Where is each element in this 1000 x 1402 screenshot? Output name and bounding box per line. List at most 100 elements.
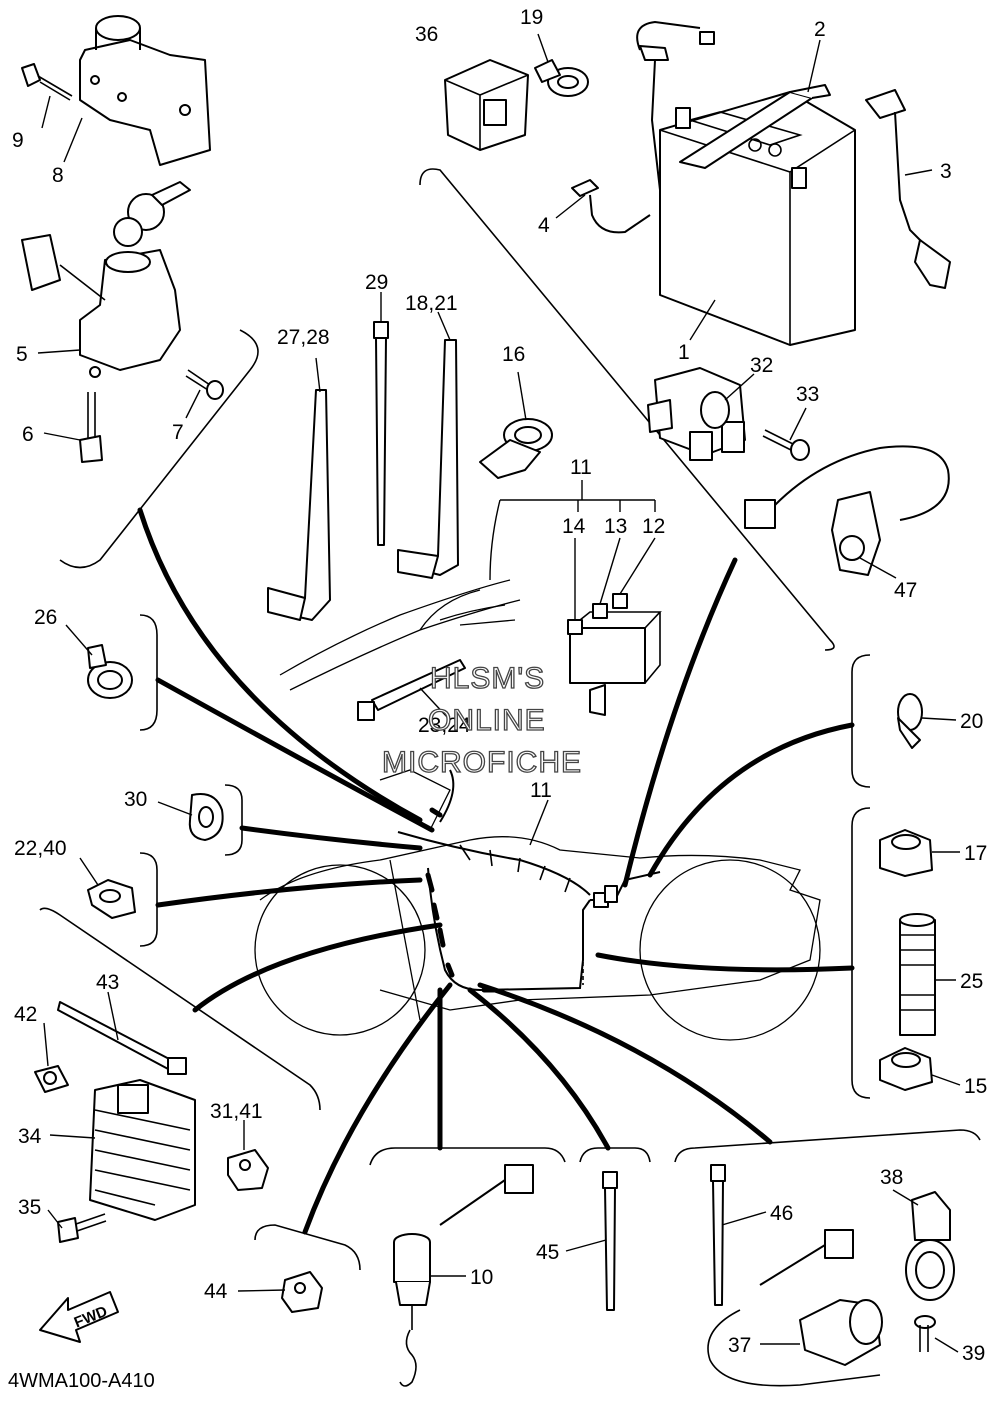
bracket-30: [224, 784, 243, 856]
wire-harness-11-part: [279, 579, 662, 716]
callout-37: 37: [728, 1334, 751, 1357]
watermark-line-2: ONLINE: [428, 704, 546, 737]
callout-16: 16: [502, 343, 525, 366]
diagram-code: 4WMA100-A410: [8, 1370, 155, 1392]
switch-10-part: [393, 1164, 534, 1387]
bracket-20: [851, 654, 871, 788]
clip-44-part: [281, 1271, 323, 1313]
cable-tie-29-part: [373, 321, 389, 546]
cable-tie-43-part: [57, 1001, 187, 1075]
callout-45: 45: [536, 1241, 559, 1264]
watermark-line-3: MICROFICHE: [382, 746, 582, 779]
clip-20-part: [897, 693, 923, 749]
callout-11-mid: 11: [530, 779, 552, 802]
screw-7-part: [185, 369, 224, 400]
starter-relay-32-part: [647, 367, 746, 461]
callout-31-41: 31,41: [210, 1100, 263, 1123]
motorcycle-outline: [254, 769, 821, 1041]
clamp-17-part: [879, 829, 933, 877]
bolt-35-part: [57, 1213, 107, 1243]
callout-32: 32: [750, 354, 773, 377]
clamp-15-part: [879, 1047, 933, 1091]
watermark: HLSM'S ONLINE MICROFICHE: [381, 661, 582, 779]
bracket-22-40: [139, 852, 158, 947]
cable-band-18-part: [397, 339, 459, 579]
sensor-47-part: [744, 445, 950, 576]
clamp-26-part: [87, 644, 133, 699]
top-left-group-bracket: [59, 329, 259, 569]
bracket-34-42-43: [39, 907, 321, 1111]
callout-26: 26: [34, 606, 57, 629]
relay-36-part: [444, 59, 529, 151]
callout-38: 38: [880, 1166, 903, 1189]
forward-direction-arrow: FWD: [39, 1291, 119, 1343]
bracket-45: [579, 1147, 651, 1163]
battery-lead-4-part: [571, 20, 715, 234]
bracket-44: [254, 1224, 361, 1271]
sensor-37-part: [707, 1229, 883, 1387]
callout-1: 1: [678, 341, 690, 364]
bracket-37-46: [674, 1129, 981, 1163]
rectifier-34-part: [89, 1079, 196, 1221]
callout-12: 12: [642, 515, 665, 538]
clip-31-part: [227, 1149, 269, 1191]
top-right-group-bracket: [419, 168, 835, 651]
callout-35: 35: [18, 1196, 41, 1219]
spacer-25-part: [899, 913, 936, 1036]
callout-labels: 9 8 5 6 7 36 19 2 3 4 1 32 33 47 27,28 2…: [12, 6, 987, 1365]
callout-11-top: 11: [570, 456, 592, 479]
battery-band-part: [679, 84, 831, 169]
callout-10: 10: [470, 1266, 493, 1289]
cable-tie-23-part: [357, 659, 466, 721]
clamp-19-part: [534, 59, 589, 97]
fuse-14-part: [567, 619, 583, 635]
callout-20: 20: [960, 710, 983, 733]
callout-47: 47: [894, 579, 917, 602]
callout-6: 6: [22, 423, 34, 446]
callout-13: 13: [604, 515, 627, 538]
callout-7: 7: [172, 421, 184, 444]
callout-9: 9: [12, 129, 24, 152]
clamp-22-part: [87, 879, 136, 919]
callout-36: 36: [415, 23, 438, 46]
callout-17: 17: [964, 842, 987, 865]
callout-44: 44: [204, 1280, 228, 1303]
callout-39: 39: [962, 1342, 985, 1365]
callout-22-40: 22,40: [14, 837, 67, 860]
cable-tie-45-part: [602, 1171, 618, 1311]
callout-23-24: 23,24: [418, 714, 471, 737]
callout-14: 14: [562, 515, 586, 538]
callout-29: 29: [365, 271, 388, 294]
main-wire-harness: [397, 769, 661, 993]
ignition-bracket-part: [79, 15, 211, 166]
callout-19: 19: [520, 6, 543, 29]
callout-46: 46: [770, 1202, 793, 1225]
callout-3: 3: [940, 160, 952, 183]
cap-38-part: [905, 1191, 955, 1301]
callout-4: 4: [538, 214, 550, 237]
bolt-33-part: [762, 429, 810, 461]
bracket-26: [139, 614, 158, 731]
clip-42-part: [34, 1065, 69, 1093]
callout-43: 43: [96, 971, 119, 994]
bolt-9-part: [21, 63, 73, 101]
callout-5: 5: [16, 343, 28, 366]
clamp-16-part: [479, 418, 553, 479]
fuse-12-part: [612, 593, 628, 609]
callout-2: 2: [814, 18, 826, 41]
cable-tie-46-part: [710, 1164, 726, 1306]
fuse-13-part: [592, 603, 608, 619]
cable-band-27-part: [267, 389, 331, 621]
callout-25: 25: [960, 970, 983, 993]
callout-42: 42: [14, 1003, 37, 1026]
callout-18-21: 18,21: [405, 292, 458, 315]
watermark-line-1: HLSM'S: [430, 662, 545, 695]
callout-30: 30: [124, 788, 147, 811]
callout-15: 15: [964, 1075, 987, 1098]
leader-lines: [37, 33, 961, 1353]
callout-27-28: 27,28: [277, 326, 330, 349]
screw-39-part: [914, 1315, 936, 1352]
clamp-30-part: [188, 793, 224, 841]
battery-lead-3-part: [865, 89, 951, 289]
